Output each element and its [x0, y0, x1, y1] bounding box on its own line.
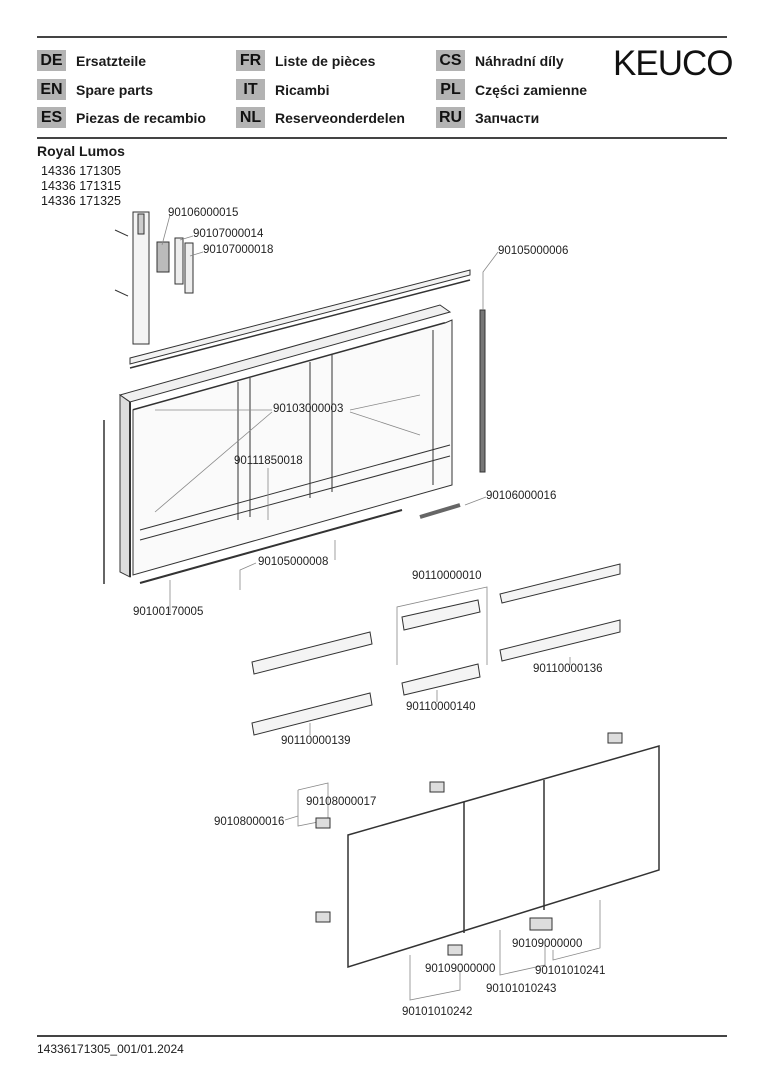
lang-code: NL	[236, 107, 265, 128]
lang-fr: FR Liste de pièces	[236, 50, 375, 71]
keuco-logo: KEUCO	[613, 44, 733, 83]
part-label: 90100170005	[133, 606, 204, 618]
header-rule	[37, 137, 727, 139]
lang-nl: NL Reserveonderdelen	[236, 107, 405, 128]
lang-label: Piezas de recambio	[76, 109, 206, 126]
lang-en: EN Spare parts	[37, 79, 153, 100]
lang-code: CS	[436, 50, 465, 71]
part-label: 90107000018	[203, 244, 274, 256]
lang-label: Liste de pièces	[275, 52, 376, 69]
part-label: 90106000016	[486, 490, 557, 502]
footer-rule	[37, 1035, 727, 1037]
part-label: 90101010243	[486, 983, 557, 995]
lang-code: FR	[236, 50, 265, 71]
part-label: 90107000014	[193, 228, 264, 240]
product-name: Royal Lumos	[37, 143, 125, 159]
lang-code: PL	[436, 79, 465, 100]
lang-label: Ricambi	[275, 81, 330, 98]
part-label: 90109000000	[512, 938, 583, 950]
lang-pl: PL Części zamienne	[436, 79, 587, 100]
glass-shelves	[251, 563, 621, 736]
lang-code: ES	[37, 107, 66, 128]
article-number: 14336 171315	[41, 179, 121, 193]
part-label: 90103000003	[273, 403, 344, 415]
lang-code: EN	[37, 79, 66, 100]
top-rule	[37, 36, 727, 38]
lang-label: Części zamienne	[475, 81, 588, 98]
part-label: 90105000008	[258, 556, 329, 568]
electrical-panel	[114, 211, 194, 345]
cabinet-body	[103, 304, 453, 584]
hinges	[315, 732, 623, 956]
article-number: 14336 171325	[41, 194, 121, 208]
part-label: 90110000010	[412, 570, 482, 582]
part-label: 90108000016	[214, 816, 285, 828]
lang-it: IT Ricambi	[236, 79, 329, 100]
part-label: 90108000017	[306, 796, 377, 808]
part-label: 90106000015	[168, 207, 239, 219]
lang-label: Ersatzteile	[76, 52, 147, 69]
lang-de: DE Ersatzteile	[37, 50, 146, 71]
lang-code: IT	[236, 79, 265, 100]
lang-ru: RU Запчасти	[436, 107, 539, 128]
lang-label: Reserveonderdelen	[275, 109, 405, 126]
part-label: 90110000136	[533, 663, 603, 675]
part-label: 90105000006	[498, 245, 569, 257]
part-label: 90101010242	[402, 1006, 473, 1018]
top-rail	[129, 269, 471, 365]
lang-code: RU	[436, 107, 465, 128]
lang-es: ES Piezas de recambio	[37, 107, 206, 128]
lang-label: Запчасти	[475, 109, 540, 126]
part-label: 90111850018	[234, 455, 303, 467]
lang-label: Náhradní díly	[475, 52, 564, 69]
part-label: 90101010241	[535, 965, 606, 977]
lang-code: DE	[37, 50, 66, 71]
article-number: 14336 171305	[41, 164, 121, 178]
lang-label: Spare parts	[76, 81, 154, 98]
led-strip	[479, 309, 486, 473]
lang-cs: CS Náhradní díly	[436, 50, 564, 71]
part-label: 90109000000	[425, 963, 496, 975]
document-reference: 14336171305_001/01.2024	[37, 1042, 184, 1056]
part-label: 90110000139	[281, 735, 351, 747]
part-label: 90110000140	[406, 701, 476, 713]
mirror-doors	[347, 745, 660, 969]
